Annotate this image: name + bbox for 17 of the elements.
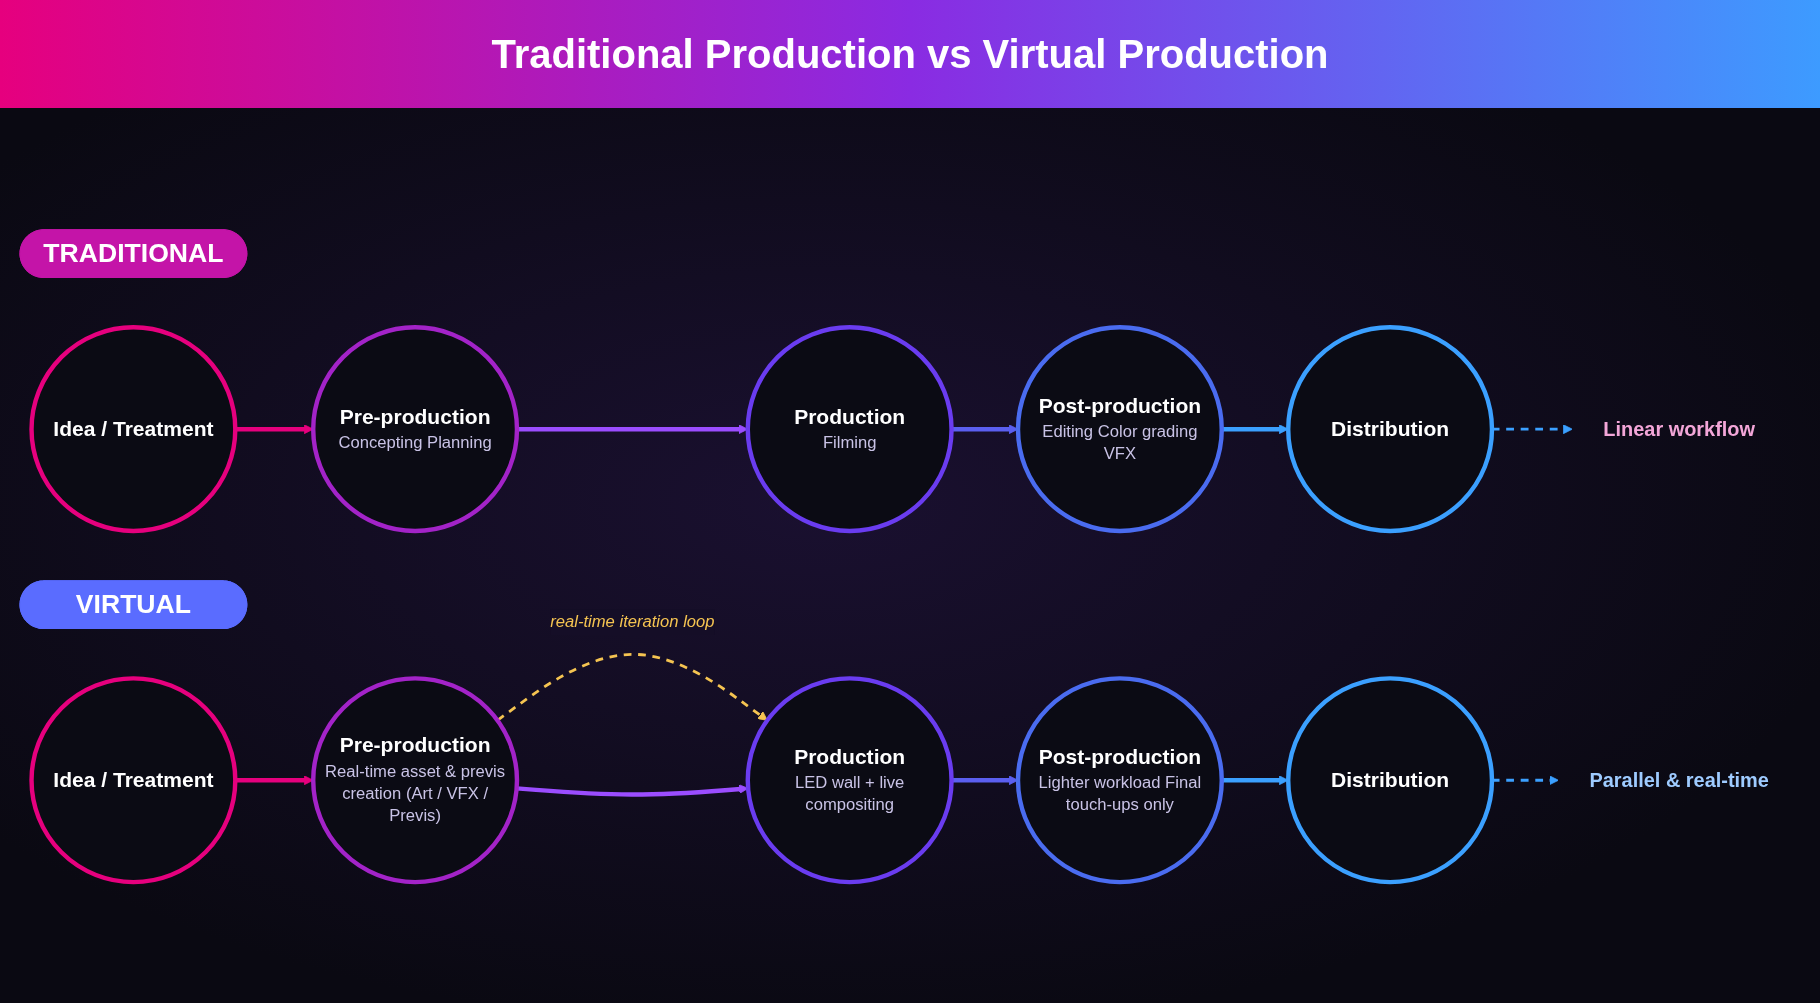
node-circle: Production LED wall + live compositing — [745, 675, 954, 884]
node-circle: Pre-production Real-time asset & previs creation (Art / VFX / Previs) — [311, 675, 520, 884]
node-circle: Pre-production Concepting Planning — [311, 324, 520, 533]
node-circle: Idea / Treatment — [29, 324, 238, 533]
edge-label: real-time iteration loop — [550, 611, 715, 631]
diagram-title: Traditional Production vs Virtual Production — [491, 31, 1329, 77]
node-text: Parallel & real-time — [1589, 768, 1769, 791]
arrow — [1492, 774, 1559, 785]
arrow — [1492, 423, 1573, 434]
node-circle: Production Filming — [745, 324, 954, 533]
node-circle: Post-production Lighter workload Final touch-ups only — [1015, 675, 1224, 884]
node-circle: Distribution — [1286, 675, 1495, 884]
node-circle: Distribution — [1286, 324, 1495, 533]
arrow — [496, 652, 768, 721]
node-circle: Idea / Treatment — [29, 675, 238, 884]
node-circle: Post-production Editing Color grading VFX — [1015, 324, 1224, 533]
node-text: Linear workflow — [1603, 417, 1756, 440]
